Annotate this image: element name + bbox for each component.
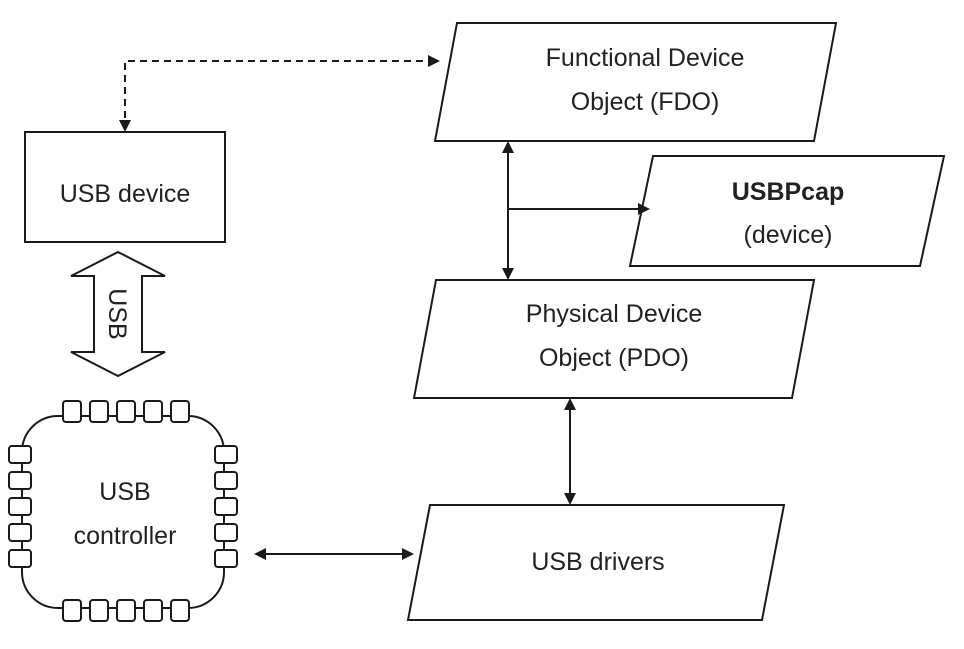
usbpcap-node: USBPcap (device) (628, 155, 946, 267)
usb-drivers-label: USB drivers (531, 548, 664, 576)
usb-controller-label-line2: controller (74, 522, 177, 550)
fdo-label-line2: Object (FDO) (571, 88, 720, 116)
usb-drivers-node: USB drivers (406, 504, 786, 621)
usb-bus-label: USB (103, 288, 131, 339)
pdo-node: Physical Device Object (PDO) (412, 279, 816, 399)
fdo-node: Functional Device Object (FDO) (433, 22, 838, 142)
pdo-label-line2: Object (PDO) (539, 344, 689, 372)
connectors (119, 55, 650, 560)
dashed-connector-device-fdo (119, 55, 440, 132)
controller-pins (8, 400, 238, 622)
usb-bus-arrow: USB (70, 250, 166, 378)
usbpcap-label-line1: USBPcap (732, 178, 845, 206)
fdo-label-line1: Functional Device (546, 44, 745, 72)
pdo-label-line1: Physical Device (526, 300, 702, 328)
usb-controller-label-line1: USB (99, 478, 150, 506)
usb-device-label: USB device (60, 180, 191, 208)
usb-device-node: USB device (24, 131, 226, 243)
usb-controller-node: USB controller (8, 400, 238, 622)
usbpcap-label-line2: (device) (744, 221, 833, 249)
